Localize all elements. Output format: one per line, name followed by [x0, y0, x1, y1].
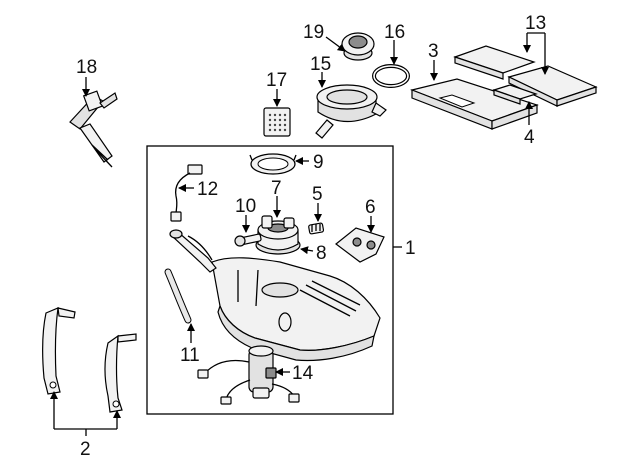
- callout-13: 13: [525, 13, 546, 34]
- part-16-o-ring: [372, 64, 410, 88]
- callout-12: 12: [197, 179, 218, 200]
- callout-5: 5: [312, 184, 323, 205]
- callout-6: 6: [365, 197, 376, 218]
- callout-11: 11: [180, 345, 200, 366]
- part-4-pad: [492, 84, 538, 105]
- part-6-bracket: [335, 227, 385, 263]
- callout-19: 19: [303, 22, 324, 43]
- part-18-filler-hose: [69, 90, 118, 168]
- callout-2: 2: [80, 439, 91, 460]
- callout-18: 18: [76, 57, 97, 78]
- callout-labels: 18 17 19 16 15 3 13 4 9 12 7 10 5 6 8 1 …: [76, 13, 546, 460]
- callout-7: 7: [271, 178, 282, 199]
- part-2-tank-straps: [42, 307, 137, 413]
- part-14-fuel-pump: [197, 345, 300, 405]
- part-15-filler-housing: [315, 84, 387, 139]
- part-5-fitting: [308, 222, 325, 235]
- callout-1: 1: [405, 238, 416, 259]
- part-11-vent-hose: [164, 268, 192, 324]
- callout-16: 16: [384, 22, 405, 43]
- part-3-cover-panel: [410, 78, 539, 130]
- callout-14: 14: [292, 363, 314, 384]
- callout-10: 10: [235, 196, 256, 217]
- leader-lines: [50, 32, 549, 436]
- part-17-pad: [263, 107, 291, 137]
- part-12-wiring-harness: [170, 164, 203, 222]
- callout-8: 8: [316, 243, 327, 264]
- part-19-fuel-cap: [341, 32, 375, 61]
- part-7-sending-unit: [255, 215, 301, 255]
- callout-4: 4: [524, 127, 535, 148]
- tank-filler-tube: [169, 229, 217, 273]
- callout-15: 15: [310, 54, 331, 75]
- callout-17: 17: [266, 70, 287, 91]
- callout-9: 9: [313, 152, 324, 173]
- part-13-panels: [453, 45, 598, 107]
- tank-assembly-frame: [146, 145, 394, 415]
- fuel-tank-body: [211, 257, 381, 362]
- callout-3: 3: [428, 41, 439, 62]
- part-10-sensor: [234, 233, 262, 247]
- part-9-lock-ring: [249, 153, 297, 175]
